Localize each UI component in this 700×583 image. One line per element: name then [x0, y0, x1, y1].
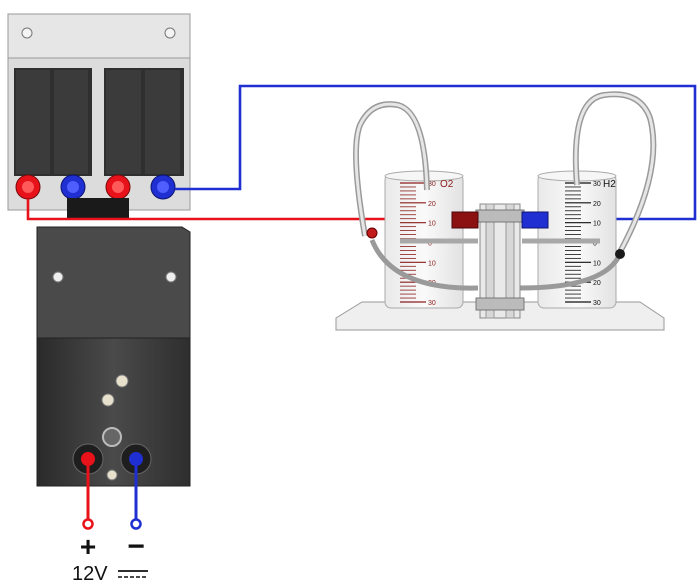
power-switch	[102, 427, 122, 447]
fuel-cell-bolt-bar	[475, 297, 525, 311]
positive-sign: +	[80, 531, 96, 562]
cell-right-segment	[106, 70, 141, 174]
tube-lower-left	[369, 239, 479, 291]
cylinder-o2-gas-label: O2	[440, 179, 454, 190]
socket-blue-1-center	[67, 181, 79, 193]
fuel-cell-bolt-bar	[475, 209, 525, 223]
scale-label: 30	[593, 300, 601, 307]
negative-sign: −	[127, 530, 145, 563]
scale-label: 20	[428, 201, 436, 208]
screw-icon	[21, 27, 33, 39]
scale-label: 10	[593, 260, 601, 267]
terminal-positive	[82, 518, 94, 530]
fuel-cell-plate	[485, 203, 495, 319]
scale-label: 30	[428, 181, 436, 188]
electrolyser-apparatus: 30 20 10 0 10 20 30 O2 30 20 10 0 10 20 30 H2	[335, 91, 665, 331]
scale-label: 0	[428, 241, 432, 248]
tube-h2-highlight	[574, 92, 655, 253]
cylinder-h2-scale: 30 20 10 0 10 20 30	[565, 181, 601, 307]
wire-positive	[26, 199, 458, 221]
plug-red	[451, 211, 479, 229]
bridge-plug	[67, 198, 129, 220]
upper-module-top-panel	[7, 13, 191, 59]
power-supply-box	[36, 226, 191, 487]
socket-red-1-center	[22, 181, 34, 193]
screw-icon	[52, 271, 64, 283]
output-socket-negative-pin	[129, 452, 143, 466]
fuel-cell-plate	[505, 203, 515, 319]
scale-label: 30	[428, 300, 436, 307]
scale-label: 20	[593, 201, 601, 208]
indicator-led	[106, 469, 118, 481]
power-supply-top	[36, 226, 191, 339]
tube-clamp-black	[615, 249, 625, 259]
scale-label: 10	[593, 221, 601, 228]
terminal-negative	[130, 518, 142, 530]
scale-label: 20	[593, 280, 601, 287]
plug-blue	[521, 211, 549, 229]
scale-label: 0	[593, 241, 597, 248]
screw-icon	[164, 27, 176, 39]
socket-red-2-center	[112, 181, 124, 193]
cell-left-segment	[54, 70, 88, 174]
scale-label: 30	[593, 181, 601, 188]
socket-blue-2-center	[157, 181, 169, 193]
scale-label: 10	[428, 221, 436, 228]
indicator-led	[101, 393, 115, 407]
wire-negative	[175, 84, 697, 221]
cylinder-h2-gas-label: H2	[603, 179, 616, 190]
upper-module	[7, 13, 191, 220]
screw-icon	[165, 271, 177, 283]
tube-lower-right	[519, 256, 621, 291]
dc-symbol-icon	[118, 570, 148, 578]
scale-label: 10	[428, 260, 436, 267]
voltage-label: 12V	[72, 563, 108, 583]
cell-left-segment	[16, 70, 50, 174]
output-socket-positive-pin	[81, 452, 95, 466]
indicator-led	[115, 374, 129, 388]
tube-clamp-red	[366, 227, 378, 239]
power-supply-front	[36, 337, 191, 487]
tube-o2-highlight	[354, 102, 429, 237]
cell-right-segment	[145, 70, 180, 174]
